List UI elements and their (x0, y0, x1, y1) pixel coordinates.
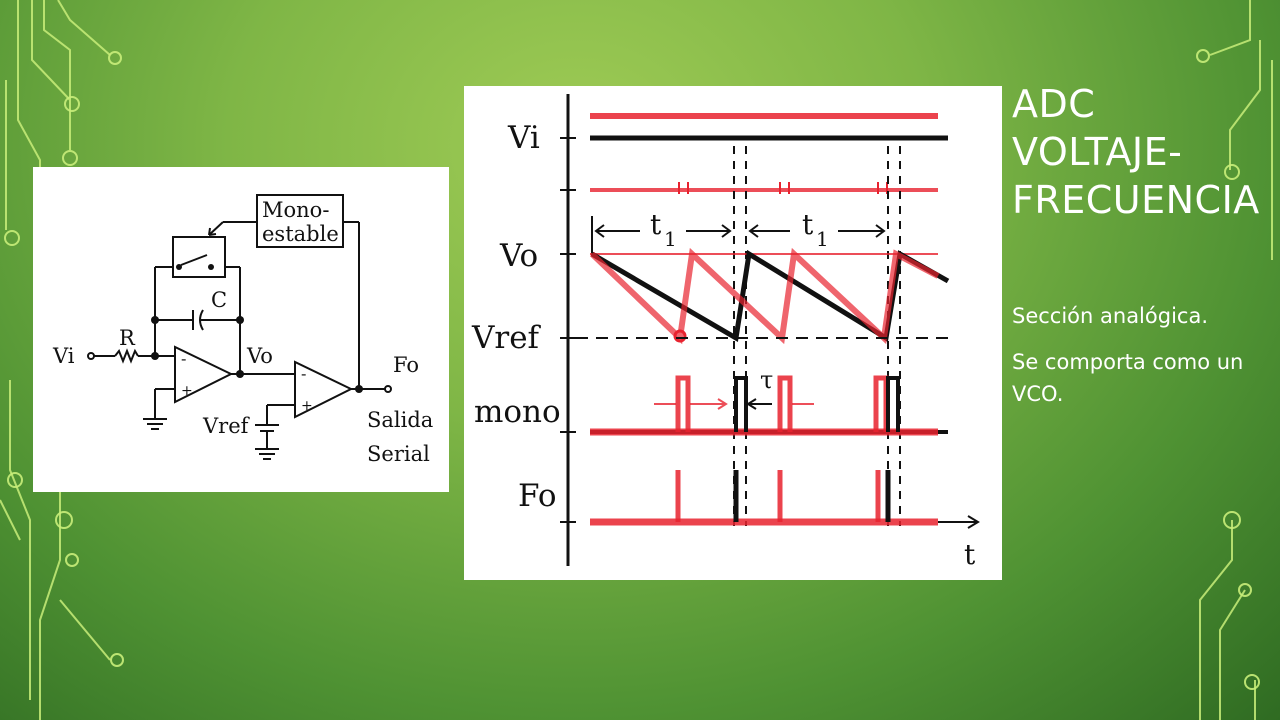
signal-label-vi: Vi (507, 120, 540, 156)
opamp2-minus: - (301, 364, 306, 383)
timing-diagram: t 1 t 1 τ (471, 94, 980, 571)
title-line-1: ADC (1012, 82, 1096, 126)
bullet-item-analog-section: Sección analógica. (1012, 304, 1208, 328)
t1-label-first: t (650, 208, 662, 241)
signal-label-vref: Vref (471, 320, 542, 356)
monostable-label-line1: Mono- (262, 198, 329, 222)
output-label-line1: Salida (367, 408, 433, 432)
slide-title: ADC VOLTAJE- FRECUENCIA (1012, 80, 1272, 224)
monostable-label-line2: estable (262, 222, 339, 246)
t1-sub-second: 1 (816, 227, 829, 251)
vi-label: Vi (52, 344, 75, 368)
signal-label-vo: Vo (499, 238, 538, 274)
tau-label: τ (760, 366, 773, 394)
time-axis-label: t (964, 538, 976, 571)
signal-label-fo: Fo (518, 478, 556, 514)
opamp2-plus: + (301, 398, 313, 414)
timing-diagram-panel: t 1 t 1 τ (464, 86, 1002, 580)
output-label-line2: Serial (367, 442, 430, 466)
vo-label: Vo (246, 344, 273, 368)
vref-label: Vref (202, 414, 251, 438)
title-line-2: VOLTAJE- (1012, 130, 1183, 174)
title-line-3: FRECUENCIA (1012, 178, 1260, 222)
signal-label-mono: mono (474, 394, 561, 430)
circuit-diagram-panel: Mono- estable R C Vi Vo Vref Fo Salida S… (33, 167, 449, 492)
t1-sub-first: 1 (664, 227, 677, 251)
bullet-list: Sección analógica. Se comporta como un V… (1012, 300, 1274, 424)
fo-label: Fo (393, 353, 419, 377)
capacitor-label: C (211, 288, 227, 312)
opamp1-minus: - (181, 349, 186, 368)
resistor-label: R (119, 326, 136, 350)
t1-label-second: t (802, 208, 814, 241)
bullet-item-vco: Se comporta como un VCO. (1012, 350, 1244, 406)
vf-converter-schematic: Mono- estable R C Vi Vo Vref Fo Salida S… (52, 194, 433, 466)
opamp1-plus: + (181, 383, 193, 399)
